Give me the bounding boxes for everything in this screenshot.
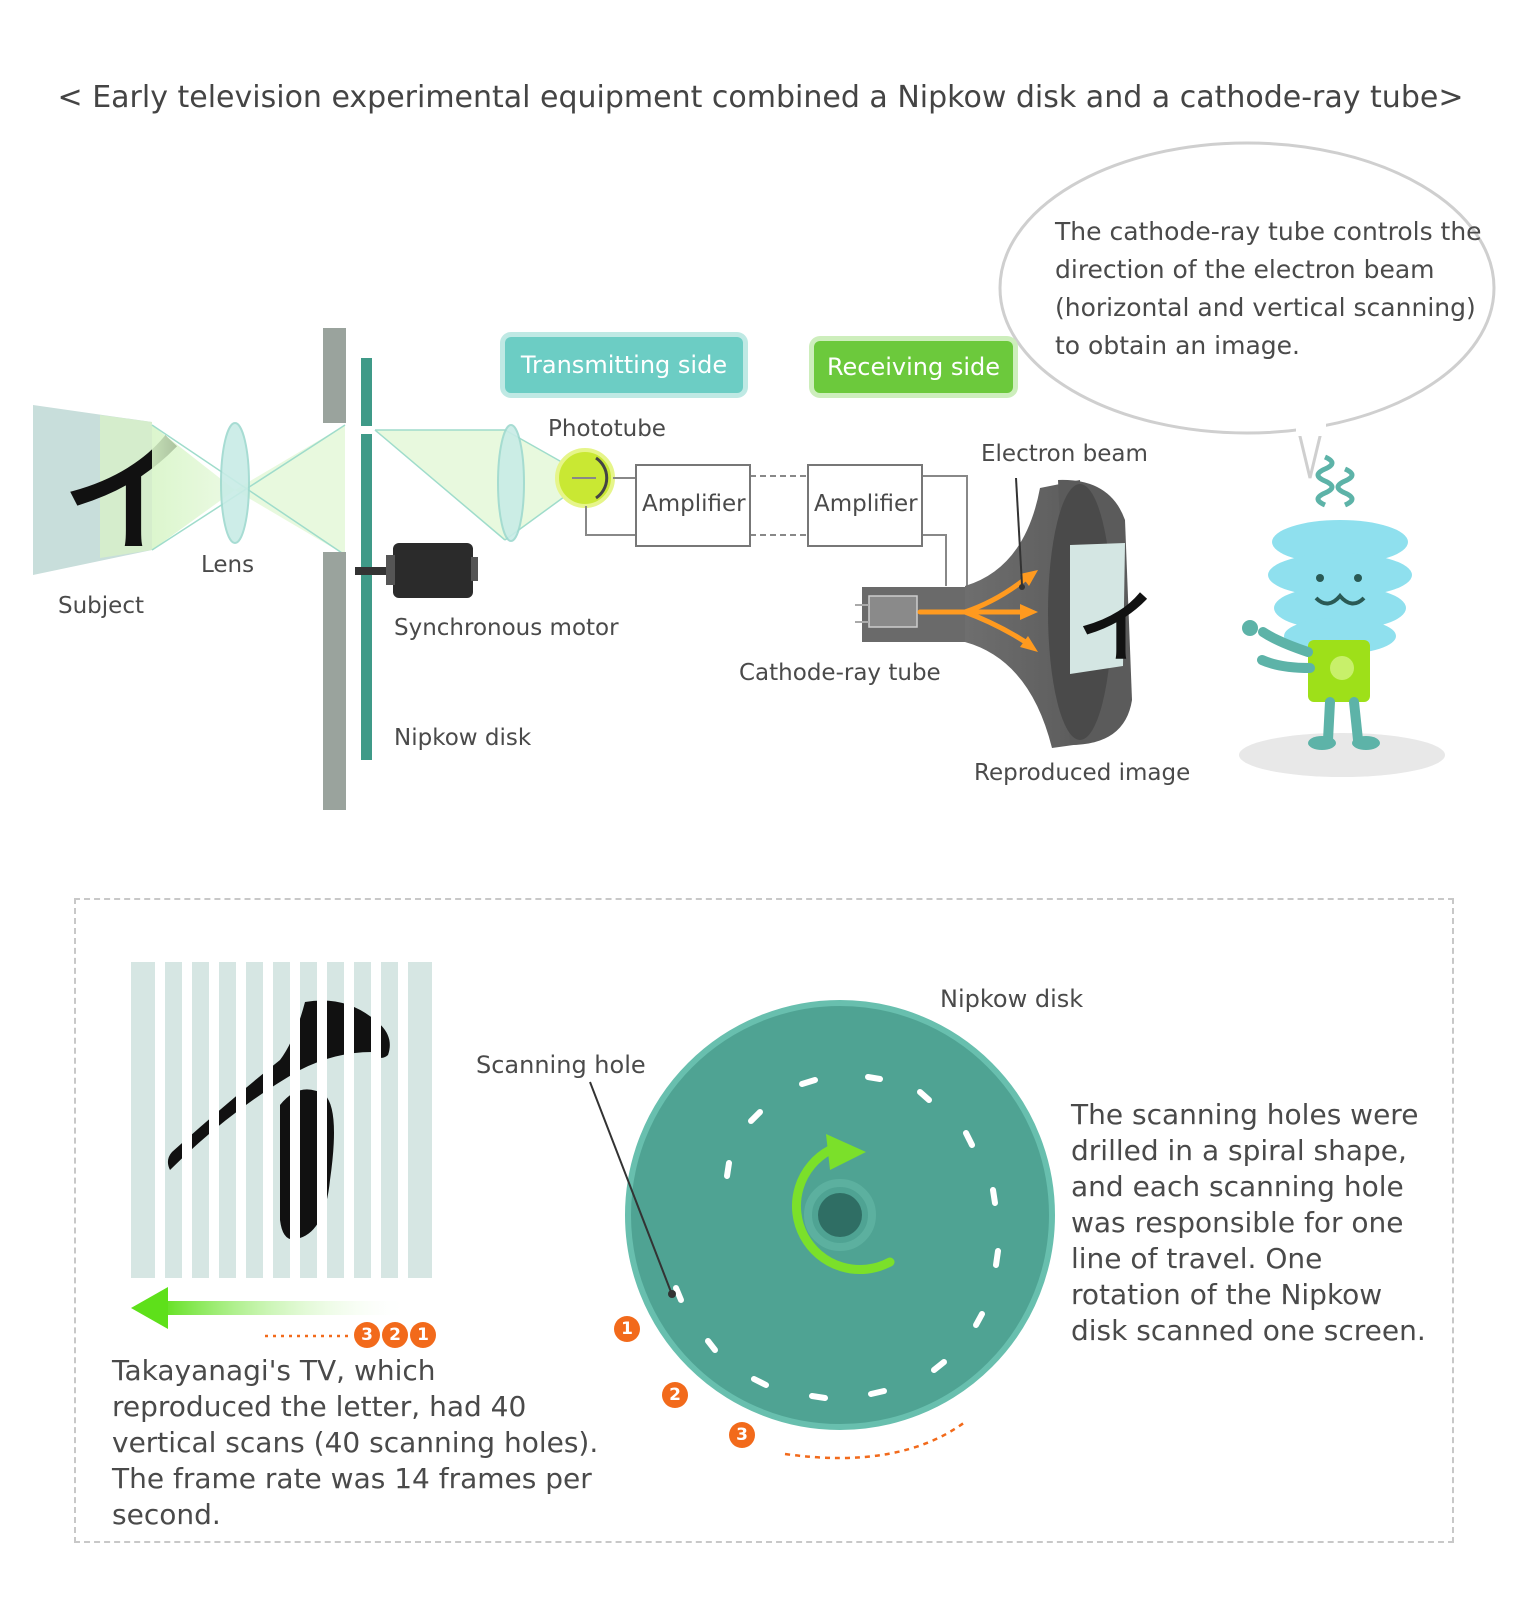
scanning-hole-pointer — [589, 1081, 672, 1293]
nipkow-disk-side-top — [361, 358, 372, 426]
scanning-holes-description: The scanning holes were drilled in a spi… — [1071, 1098, 1426, 1347]
light-cone-4 — [505, 430, 590, 540]
scan-direction-arrow — [160, 1301, 410, 1315]
takayanagi-description: Takayanagi's TV, which reproduced the le… — [112, 1354, 599, 1531]
scan-number-3: 3 — [354, 1322, 380, 1348]
mascot-character — [1239, 454, 1445, 777]
reproduced-character: イ — [1078, 583, 1156, 674]
reproduced-image-label: Reproduced image — [974, 760, 1191, 786]
light-cone-1 — [152, 425, 235, 550]
stripe-gaps — [155, 990, 408, 1250]
motor-shaft — [355, 567, 395, 575]
speech-bubble-text: The cathode-ray tube controls the direct… — [1055, 217, 1482, 360]
rotation-arrow — [792, 1145, 895, 1275]
detail-panel — [74, 898, 1454, 1543]
rotation-path-dots — [784, 1420, 966, 1460]
lens-label: Lens — [201, 552, 255, 578]
electron-beam-pointer — [1015, 477, 1023, 586]
disk-number-3: 3 — [729, 1422, 755, 1448]
amplifier-rx-box — [807, 464, 923, 547]
nipkow-disk-side-bottom — [361, 434, 372, 760]
synchronous-motor-label: Synchronous motor — [394, 615, 619, 641]
scanning-holes — [673, 1074, 1001, 1401]
scanning-hole-label: Scanning hole — [476, 1051, 646, 1079]
disk-number-1: 1 — [614, 1316, 640, 1342]
scan-number-1: 1 — [410, 1322, 436, 1348]
synchronous-motor — [393, 543, 473, 598]
lens-1 — [220, 422, 250, 544]
transmitting-side-tag: Transmitting side — [505, 337, 743, 393]
lens-2 — [497, 424, 525, 542]
aperture-plate-bottom — [323, 552, 346, 810]
amplifier-rx-label: Amplifier — [814, 491, 918, 517]
page-title: < Early television experimental equipmen… — [57, 80, 1464, 115]
light-cone-2 — [235, 425, 345, 555]
electron-beam-label: Electron beam — [981, 441, 1148, 467]
detail-nipkow-disk-label: Nipkow disk — [940, 985, 1084, 1013]
amplifier-tx-label: Amplifier — [642, 491, 746, 517]
wires — [585, 475, 968, 586]
aperture-plate-top — [323, 328, 346, 423]
scan-number-2: 2 — [382, 1322, 408, 1348]
phototube-label: Phototube — [548, 416, 666, 442]
nipkow-disk-label: Nipkow disk — [394, 725, 532, 751]
receiving-side-tag: Receiving side — [814, 341, 1013, 393]
subject-label: Subject — [58, 593, 144, 619]
disk-number-2: 2 — [662, 1382, 688, 1408]
speech-bubble — [998, 141, 1496, 479]
amplifier-tx-box — [635, 464, 751, 547]
cathode-ray-tube-label: Cathode-ray tube — [739, 660, 941, 686]
subject-card — [33, 405, 152, 575]
